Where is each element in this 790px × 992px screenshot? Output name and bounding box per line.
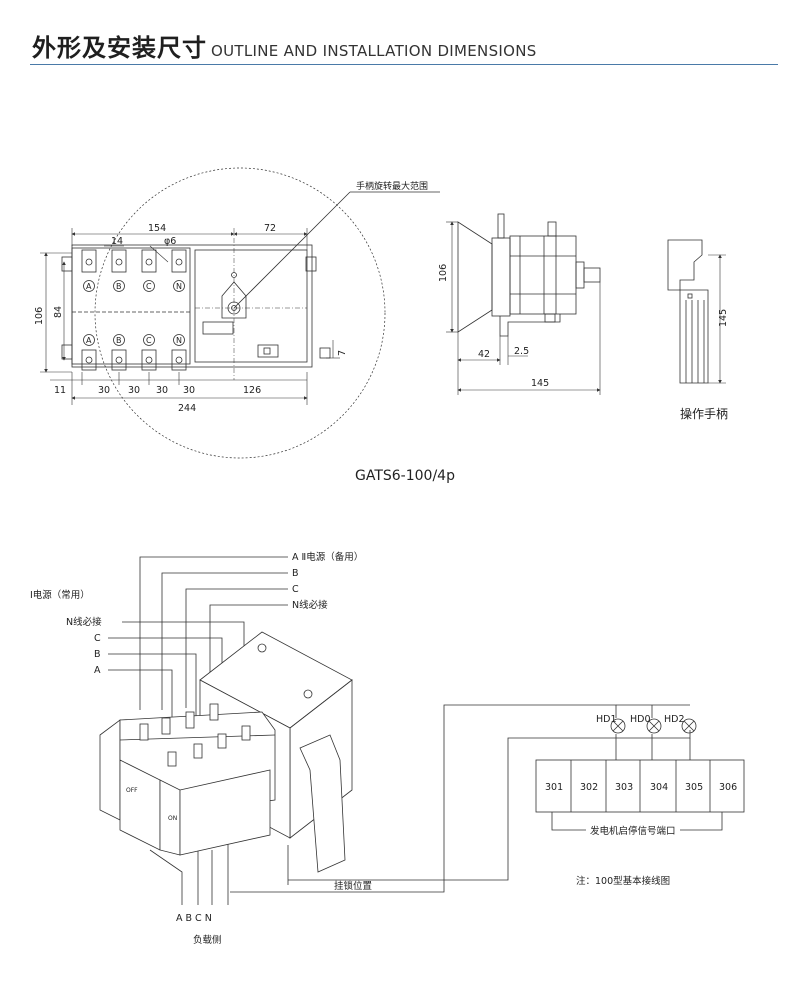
terminal-301: 301 xyxy=(545,782,563,793)
source-2-n: N线必接 xyxy=(292,599,328,611)
side-dim-42: 42 xyxy=(478,349,490,360)
dim-72: 72 xyxy=(264,223,276,234)
source-2-c: C xyxy=(292,584,299,595)
side-view xyxy=(446,213,601,395)
wiring-note: 注：100型基本接线图 xyxy=(576,875,670,887)
side-dim-2-5: 2.5 xyxy=(514,346,529,357)
page-header: 外形及安装尺寸 OUTLINE AND INSTALLATION DIMENSI… xyxy=(32,28,537,62)
generator-signal-label: 发电机启停信号端口 xyxy=(590,825,676,837)
dim-30-a: 30 xyxy=(98,385,110,396)
side-dim-145: 145 xyxy=(531,378,549,389)
switch-off-label: OFF xyxy=(126,787,138,794)
dim-14: 14 xyxy=(111,236,123,247)
handle-rotation-circle xyxy=(94,167,386,459)
lamp-hd1-icon xyxy=(610,718,626,734)
label-handle-range: 手柄旋转最大范围 xyxy=(356,180,428,192)
front-outline-view xyxy=(40,167,440,459)
phase-b-top: B xyxy=(116,282,122,291)
source-1-c: C xyxy=(94,633,101,644)
source-1-a: A xyxy=(94,665,101,676)
wiring-labels: A Ⅱ电源（备用） B C N线必接 Ⅰ电源（常用） N线必接 C B A HD… xyxy=(30,551,737,946)
operating-handle-label: 操作手柄 xyxy=(680,406,728,421)
handle-view xyxy=(667,239,726,384)
mechanism-box xyxy=(194,249,308,363)
terminal-303: 303 xyxy=(615,782,633,793)
header-rule xyxy=(30,64,778,65)
side-view-labels: 106 42 2.5 145 xyxy=(438,264,549,389)
side-dim-106: 106 xyxy=(438,264,449,282)
source-1-label: Ⅰ电源（常用） xyxy=(30,589,90,601)
phase-c-bottom: C xyxy=(146,336,152,345)
lamp-hd0-icon xyxy=(646,718,662,734)
dim-30-b: 30 xyxy=(128,385,140,396)
terminal-block xyxy=(535,759,745,813)
terminal-305: 305 xyxy=(685,782,703,793)
terminal-306: 306 xyxy=(719,782,737,793)
load-phases-label: A B C N xyxy=(176,913,212,924)
dim-126: 126 xyxy=(243,385,261,396)
switch-3d-labels: OFF ON xyxy=(126,787,177,822)
phase-c-top: C xyxy=(146,282,152,291)
indicator-lamps xyxy=(610,718,697,734)
indicator-window xyxy=(257,344,279,358)
dim-84: 84 xyxy=(53,306,64,318)
title-english: OUTLINE AND INSTALLATION DIMENSIONS xyxy=(211,42,537,60)
front-outline-labels: 手柄旋转最大范围 154 72 14 φ6 106 84 7 11 30 30 … xyxy=(34,180,428,414)
phase-a-top: A xyxy=(86,282,92,291)
dim-106: 106 xyxy=(34,307,45,325)
terminal-302: 302 xyxy=(580,782,598,793)
dim-154: 154 xyxy=(148,223,166,234)
source-1-b: B xyxy=(94,649,101,660)
handle-keyhole xyxy=(221,281,247,319)
phase-b-bottom: B xyxy=(116,336,122,345)
dim-11: 11 xyxy=(54,385,66,396)
lamp-hd2-icon xyxy=(681,718,697,734)
dim-phi6: φ6 xyxy=(164,236,176,247)
switch-on-label: ON xyxy=(168,815,177,822)
source-2-b: B xyxy=(292,568,299,579)
source-1-n: N线必接 xyxy=(66,616,102,628)
model-label: GATS6-100/4p xyxy=(355,468,455,484)
lamp-hd1-label: HD1 xyxy=(596,714,617,725)
lamp-hd0-label: HD0 xyxy=(630,714,651,725)
dim-244: 244 xyxy=(178,403,196,414)
dim-30-d: 30 xyxy=(183,385,195,396)
source-2-label: A Ⅱ电源（备用） xyxy=(292,551,363,563)
title-chinese: 外形及安装尺寸 xyxy=(32,34,207,62)
phase-n-bottom: N xyxy=(176,336,182,345)
phase-n-top: N xyxy=(176,282,182,291)
terminal-304: 304 xyxy=(650,782,668,793)
lamp-hd2-label: HD2 xyxy=(664,714,685,725)
dim-7: 7 xyxy=(337,350,348,356)
switch-body xyxy=(71,244,313,368)
switch-3d-body xyxy=(99,631,353,873)
lock-position-label: 挂锁位置 xyxy=(334,880,372,892)
handle-dim-145: 145 xyxy=(718,309,729,327)
dim-30-c: 30 xyxy=(156,385,168,396)
phase-a-bottom: A xyxy=(86,336,92,345)
load-side-label: 负载侧 xyxy=(193,934,222,946)
